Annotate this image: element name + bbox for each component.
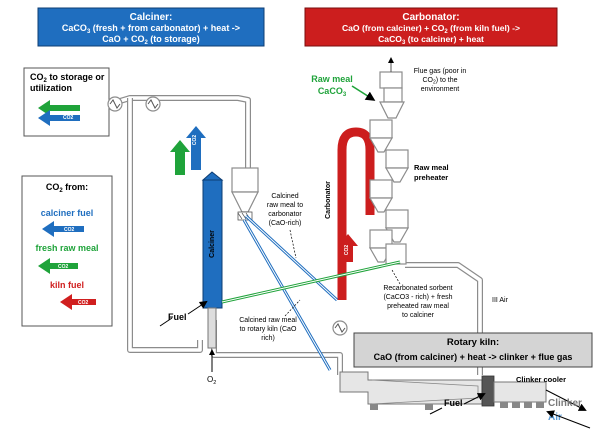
raw-meal-arrow: [351, 85, 376, 101]
preheater-label-line1: Raw meal: [414, 163, 449, 172]
calciner-header-box: Calciner: CaCO3 (fresh + from carbonator…: [37, 7, 265, 47]
co2-storage-arrow-icon: CO2: [38, 100, 80, 126]
kiln-fuel-label: Fuel: [444, 398, 463, 408]
clinker-label: Clinker: [548, 398, 582, 409]
calciner-header-line2: CaO + CO2 (to storage): [102, 34, 200, 46]
co2-from-fresh-raw-meal-label: fresh raw meal: [35, 243, 98, 253]
calcined-to-carbonator-note: Calcined raw meal to carbonator (CaO-ric…: [267, 193, 303, 259]
co2-storage-box: CO2 to storage or utilization CO2: [23, 67, 110, 137]
heat-exchanger-2-icon: [145, 96, 161, 112]
rotary-kiln-box: Rotary kiln: CaO (from calciner) + heat …: [353, 332, 593, 368]
calciner-vessel: Calciner: [201, 171, 224, 349]
svg-text:CO2: CO2: [344, 245, 350, 256]
svg-text:to calciner: to calciner: [402, 312, 435, 319]
co2-from-box: CO2 from: calciner fuel CO2 fresh raw me…: [21, 175, 113, 327]
recarbonated-note: Recarbonated sorbent (CaCO3 - rich) + fr…: [383, 269, 453, 319]
calciner-fuel-tail: [159, 317, 173, 327]
calciner-header-line1: CaCO3 (fresh + from carbonator) + heat -…: [62, 23, 240, 35]
flue-gas-line3: environment: [421, 86, 460, 93]
recarbonated-to-calciner-flow: [221, 260, 401, 304]
svg-text:raw meal to: raw meal to: [267, 202, 303, 209]
co2-storage-title-line2: utilization: [30, 83, 72, 93]
co2-from-calciner-fuel-label: calciner fuel: [41, 208, 94, 218]
flue-gas-line2: CO2) to the: [422, 77, 457, 86]
carbonator-header-title: Carbonator:: [402, 12, 459, 23]
clinker-cooler: [493, 381, 587, 411]
carbonator-header-line2: CaCO3 (to calciner) + heat: [378, 34, 484, 46]
kiln-fuel-tail: [429, 407, 443, 415]
calciner-header-title: Calciner:: [130, 12, 173, 23]
svg-text:CO2: CO2: [78, 300, 89, 306]
svg-text:(CaO-rich): (CaO-rich): [269, 220, 302, 227]
calciner-vessel-label: Calciner: [209, 230, 216, 258]
calciner-co2-arrow-label: CO2: [192, 135, 198, 146]
kiln-fuel-co2-arrow-icon: CO2: [60, 294, 96, 310]
svg-text:Calcined: Calcined: [271, 193, 298, 200]
svg-text:preheated raw meal: preheated raw meal: [387, 303, 449, 310]
calciner-fuel-arrow: [187, 300, 208, 315]
heat-exchanger-1-icon: [107, 96, 123, 112]
rotary-kiln: [339, 371, 495, 410]
carbonator-header-line1: CaO (from calciner) + CO2 (from kiln fue…: [342, 23, 520, 35]
svg-text:CO2: CO2: [64, 227, 75, 233]
gas-pipe-network: [109, 95, 483, 375]
calciner-co2-blue-arrow-icon: [186, 126, 206, 170]
svg-text:to rotary kiln (CaO: to rotary kiln (CaO: [240, 326, 297, 333]
raw-meal-label: Raw meal: [311, 74, 353, 84]
o2-label: O2: [207, 375, 216, 386]
co2-storage-title: CO2 to storage or: [30, 72, 105, 84]
raw-meal-formula: CaCO3: [318, 86, 347, 98]
raw-meal-preheater: [368, 57, 410, 265]
fresh-raw-meal-co2-arrow-icon: CO2: [38, 258, 78, 274]
carbonator-riser: Carbonator: [325, 127, 375, 300]
preheater-label-line2: preheater: [414, 173, 448, 182]
co2-from-title: CO2 from:: [46, 182, 88, 194]
calcined-to-kiln-note: Calcined raw meal to rotary kiln (CaO ri…: [239, 299, 301, 342]
svg-text:rich): rich): [261, 335, 275, 342]
calciner-cyclone: [231, 167, 259, 221]
clinker-cooler-label: Clinker cooler: [516, 375, 566, 384]
flue-gas-line1: Flue gas (poor in: [414, 68, 467, 75]
svg-text:CO2: CO2: [63, 115, 74, 121]
calciner-fuel-label: Fuel: [168, 312, 187, 322]
rotary-kiln-equation: CaO (from calciner) + heat -> clinker + …: [374, 352, 573, 362]
tertiary-air-label: III Air: [492, 297, 509, 304]
rotary-kiln-title: Rotary kiln:: [447, 337, 499, 348]
carbonator-header-box: Carbonator: CaO (from calciner) + CO2 (f…: [304, 7, 558, 47]
kiln-fuel-arrow: [463, 393, 486, 405]
svg-text:(CaCO3 - rich) + fresh: (CaCO3 - rich) + fresh: [383, 294, 452, 301]
calciner-co2-green-arrow-icon: [170, 140, 190, 175]
carbonator-vessel-label: Carbonator: [325, 181, 332, 219]
svg-text:Calcined raw meal: Calcined raw meal: [239, 317, 297, 324]
svg-text:Recarbonated sorbent: Recarbonated sorbent: [383, 285, 452, 292]
heat-exchanger-3-icon: [332, 320, 348, 336]
calciner-fuel-co2-arrow-icon: CO2: [42, 221, 84, 237]
air-inlet-arrow: [546, 410, 591, 429]
air-label: Air: [548, 412, 562, 423]
svg-text:carbonator: carbonator: [268, 211, 302, 218]
calcined-to-kiln-flow: [242, 219, 332, 371]
svg-text:CO2: CO2: [58, 264, 69, 270]
calcined-to-carbonator-flow: [244, 214, 339, 302]
co2-from-kiln-fuel-label: kiln fuel: [50, 280, 84, 290]
carbonator-co2-red-arrow-icon: CO2: [338, 234, 358, 262]
